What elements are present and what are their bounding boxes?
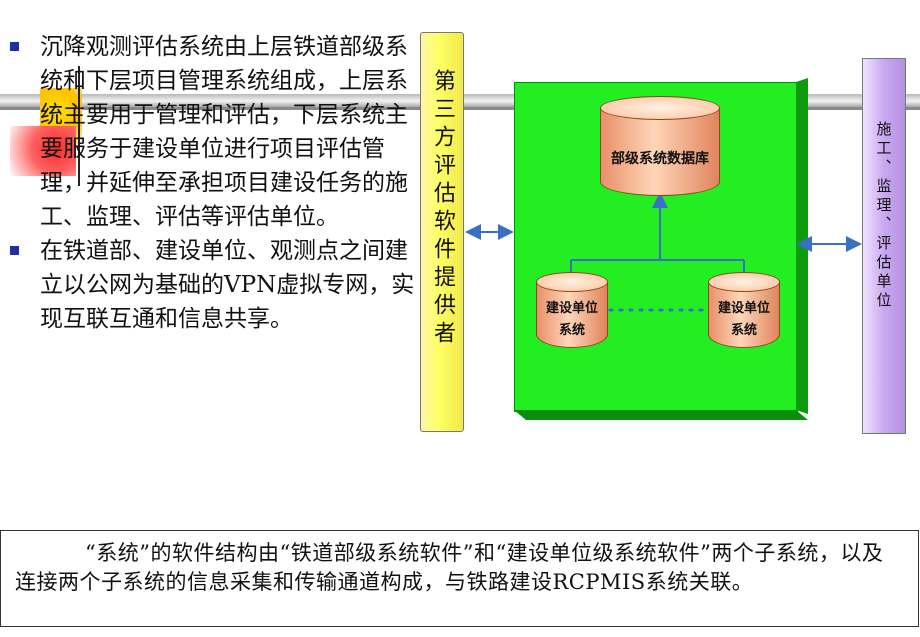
- label-line: 建设单位: [717, 301, 770, 316]
- cylinder-top: [536, 272, 608, 292]
- ministry-database-cylinder: 部级系统数据库: [600, 96, 720, 196]
- right-unit-system-label: 建设单位 系统: [708, 298, 780, 342]
- decorative-vertical-line: [78, 66, 80, 186]
- system-container-box-side: [796, 78, 808, 414]
- assessment-units-column: 施工、监理、评估单位: [862, 58, 906, 434]
- summary-note-text: “系统”的软件结构由“铁道部级系统软件”和“建设单位级系统软件”两个子系统，以及…: [15, 541, 884, 594]
- cylinder-top: [600, 96, 720, 120]
- left-unit-system-label: 建设单位 系统: [536, 298, 608, 342]
- label-line: 建设单位: [545, 301, 598, 316]
- label-line: 系统: [558, 323, 585, 338]
- system-container-box-bottom: [514, 410, 808, 420]
- label-line: 系统: [730, 323, 757, 338]
- bullet-square-icon: [10, 246, 19, 255]
- assessment-units-label: 施工、监理、评估单位: [874, 121, 893, 311]
- cylinder-body: [600, 108, 720, 196]
- bullet-list: 沉降观测评估系统由上层铁道部级系统和下层项目管理系统组成，上层系统主要用于管理和…: [8, 30, 418, 336]
- right-unit-system-cylinder: 建设单位 系统: [708, 272, 780, 348]
- decorative-red-square: [10, 126, 76, 176]
- cylinder-body: [708, 282, 780, 348]
- summary-note-box: “系统”的软件结构由“铁道部级系统软件”和“建设单位级系统软件”两个子系统，以及…: [0, 530, 919, 627]
- bullet-item: 在铁道部、建设单位、观测点之间建立以公网为基础的VPN虚拟专网，实现互联互通和信…: [8, 234, 418, 336]
- bullet-item: 沉降观测评估系统由上层铁道部级系统和下层项目管理系统组成，上层系统主要用于管理和…: [8, 30, 418, 234]
- third-party-provider-label: 第三方评估软件提供者: [430, 69, 455, 349]
- cylinder-body: [536, 282, 608, 348]
- cylinder-top: [708, 272, 780, 292]
- third-party-provider-column: 第三方评估软件提供者: [420, 32, 464, 432]
- ministry-database-label: 部级系统数据库: [611, 151, 709, 167]
- left-unit-system-cylinder: 建设单位 系统: [536, 272, 608, 348]
- bullet-text: 在铁道部、建设单位、观测点之间建立以公网为基础的VPN虚拟专网，实现互联互通和信…: [40, 238, 415, 332]
- bullet-square-icon: [10, 42, 19, 51]
- bullet-text: 沉降观测评估系统由上层铁道部级系统和下层项目管理系统组成，上层系统主要用于管理和…: [40, 34, 408, 230]
